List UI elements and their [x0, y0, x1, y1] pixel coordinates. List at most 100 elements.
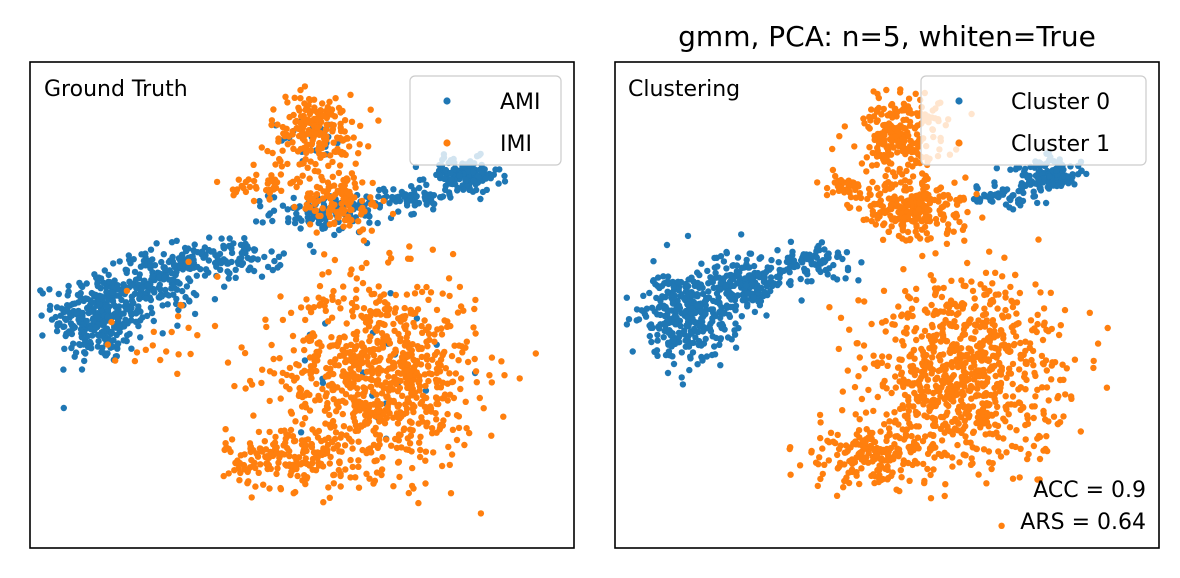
scatter-point-series-1: [427, 405, 435, 412]
scatter-point-series-1: [324, 399, 331, 407]
scatter-point-series-0: [1083, 170, 1090, 178]
scatter-point-series-1: [927, 431, 934, 438]
scatter-point-series-1: [438, 331, 446, 338]
scatter-point-series-1: [924, 465, 931, 473]
scatter-point-series-1: [360, 305, 368, 312]
scatter-point-series-0: [200, 254, 207, 261]
scatter-point-series-1: [411, 290, 419, 297]
scatter-point-series-1: [187, 350, 194, 358]
scatter-point-series-1: [930, 466, 937, 473]
scatter-point-series-1: [880, 446, 887, 454]
scatter-point-series-1: [311, 332, 318, 340]
scatter-point-series-1: [322, 298, 330, 305]
scatter-point-series-1: [1057, 322, 1065, 329]
scatter-point-series-0: [149, 256, 156, 263]
scatter-point-series-0: [676, 333, 683, 340]
scatter-point-series-1: [1027, 317, 1035, 324]
scatter-point-series-0: [786, 269, 793, 276]
scatter-point-series-1: [895, 421, 902, 428]
scatter-point-series-1: [906, 477, 913, 484]
scatter-point-series-1: [987, 391, 994, 399]
scatter-point-series-0: [698, 260, 705, 267]
scatter-point-series-1: [266, 485, 273, 492]
scatter-point-series-1: [390, 320, 397, 328]
scatter-point-series-1: [925, 388, 932, 395]
legend-marker-ami: [443, 97, 451, 105]
scatter-point-series-1: [1008, 442, 1016, 450]
scatter-point-series-1: [319, 100, 326, 107]
scatter-point-series-1: [352, 184, 359, 191]
scatter-point-series-1: [995, 448, 1002, 455]
scatter-point-series-1: [980, 392, 987, 399]
scatter-point-series-1: [353, 332, 360, 340]
scatter-point-series-0: [1007, 196, 1014, 204]
scatter-point-series-1: [280, 130, 287, 137]
scatter-point-series-0: [95, 338, 102, 345]
scatter-point-series-0: [301, 357, 309, 364]
scatter-point-series-1: [814, 482, 821, 490]
scatter-point-series-0: [715, 294, 722, 301]
scatter-point-series-1: [878, 319, 886, 326]
scatter-point-series-1: [1035, 432, 1043, 440]
scatter-point-series-1: [902, 433, 910, 440]
scatter-point-series-1: [410, 319, 417, 327]
scatter-point-series-1: [324, 447, 331, 454]
scatter-point-series-1: [448, 378, 456, 386]
scatter-point-series-0: [756, 255, 763, 262]
scatter-point-series-1: [316, 282, 324, 290]
scatter-point-series-1: [287, 426, 295, 434]
scatter-point-series-1: [313, 367, 320, 375]
scatter-point-series-1: [306, 175, 313, 182]
scatter-point-series-1: [367, 106, 374, 113]
scatter-point-series-1: [913, 296, 920, 304]
scatter-point-series-1: [861, 120, 868, 127]
scatter-point-series-0: [109, 289, 116, 296]
scatter-point-series-1: [330, 445, 337, 452]
scatter-point-series-1: [430, 449, 437, 456]
scatter-point-series-1: [987, 297, 995, 305]
scatter-point-series-1: [869, 453, 877, 461]
scatter-point-series-1: [284, 444, 291, 452]
scatter-point-series-0: [469, 168, 477, 176]
scatter-point-series-0: [973, 183, 980, 190]
scatter-point-series-1: [488, 432, 495, 439]
scatter-point-series-1: [346, 143, 353, 150]
scatter-point-series-0: [191, 241, 198, 248]
scatter-point-series-0: [137, 317, 144, 324]
scatter-point-series-1: [328, 314, 336, 321]
panel-corner-label: Clustering: [628, 77, 740, 102]
scatter-point-series-0: [720, 275, 727, 282]
scatter-point-series-1: [835, 187, 843, 194]
scatter-point-series-1: [933, 331, 940, 338]
scatter-point-series-1: [983, 409, 991, 417]
scatter-point-series-1: [348, 206, 355, 213]
scatter-point-series-1: [913, 442, 920, 449]
scatter-point-series-1: [376, 357, 383, 364]
scatter-point-series-1: [362, 319, 370, 326]
scatter-point-series-1: [940, 308, 947, 315]
scatter-point-series-1: [352, 408, 359, 415]
scatter-point-series-1: [968, 455, 975, 462]
scatter-point-series-0: [285, 218, 292, 226]
scatter-point-series-1: [340, 283, 347, 290]
scatter-point-series-1: [862, 409, 870, 416]
scatter-point-series-1: [250, 197, 258, 205]
scatter-point-series-1: [343, 432, 350, 439]
scatter-point-series-1: [975, 471, 982, 478]
scatter-point-series-1: [377, 311, 384, 318]
scatter-point-series-0: [65, 282, 72, 290]
scatter-point-series-1: [284, 141, 291, 148]
scatter-point-series-1: [826, 304, 833, 311]
scatter-point-series-1: [283, 431, 290, 438]
scatter-point-series-1: [404, 435, 411, 442]
scatter-point-series-1: [1017, 445, 1024, 452]
scatter-point-series-1: [911, 389, 918, 397]
scatter-point-series-0: [319, 379, 327, 387]
scatter-point-series-1: [955, 310, 962, 317]
scatter-point-series-1: [334, 145, 341, 153]
scatter-point-series-1: [446, 391, 454, 398]
scatter-point-series-1: [888, 100, 896, 108]
scatter-point-series-1: [906, 353, 913, 360]
scatter-point-series-0: [986, 194, 993, 201]
scatter-point-series-1: [913, 411, 920, 418]
